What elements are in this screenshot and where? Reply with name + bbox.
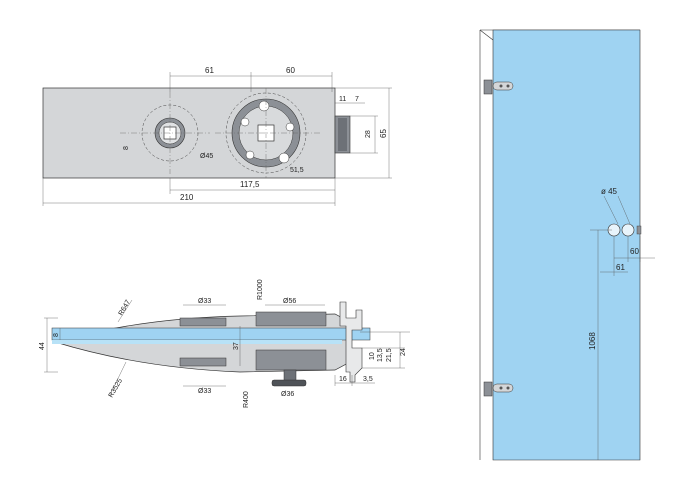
side-spindle-cap xyxy=(271,379,307,387)
dim-r3525: R3525 xyxy=(108,378,124,399)
side-fitting-top-right xyxy=(255,311,327,327)
dim-51-5: 51,5 xyxy=(290,167,304,174)
dim-11: 11 xyxy=(339,96,346,103)
dim-16: 16 xyxy=(339,376,347,383)
dim-61: 61 xyxy=(205,66,214,75)
door-hole-right xyxy=(621,223,635,237)
dim-r1000: R1000 xyxy=(257,279,264,300)
dim-37: 37 xyxy=(233,342,240,350)
dim-d33-bottom: Ø33 xyxy=(198,388,211,395)
dim-d45: Ø45 xyxy=(200,153,213,160)
side-view: R647 R3525 Ø33 Ø33 R1000 Ø56 R400 Ø36 44… xyxy=(39,279,410,408)
side-fitting-bottom-left xyxy=(179,357,227,367)
door-dim-61: 61 xyxy=(616,263,625,272)
dim-7: 7 xyxy=(355,96,359,103)
right-rotor-hole-top xyxy=(258,100,270,112)
dim-13-5: 13,5 xyxy=(377,348,384,362)
glass-door xyxy=(492,29,641,461)
top-hinge xyxy=(483,79,514,95)
dim-60: 60 xyxy=(286,66,295,75)
right-rotor-hole-right xyxy=(285,122,295,132)
door-view: ø 45 60 61 1068 xyxy=(479,29,655,461)
dim-21-5: 21,5 xyxy=(386,348,393,362)
dim-24: 24 xyxy=(400,348,407,356)
square-label: 8 xyxy=(123,146,130,150)
door-dim-60: 60 xyxy=(630,247,639,256)
side-glass xyxy=(51,327,371,341)
door-dim-d45: ø 45 xyxy=(601,187,618,196)
bottom-hinge xyxy=(483,381,514,397)
dim-65: 65 xyxy=(379,129,388,138)
dim-44: 44 xyxy=(39,342,46,350)
dim-d56: Ø56 xyxy=(283,298,296,305)
dim-r647: R647 xyxy=(118,299,132,317)
dim-d33-top: Ø33 xyxy=(198,298,211,305)
dim-10: 10 xyxy=(369,352,376,360)
dim-d36: Ø36 xyxy=(281,391,294,398)
side-fitting-top-left xyxy=(179,317,227,327)
dim-3-5: 3,5 xyxy=(363,376,373,383)
dim-28: 28 xyxy=(365,130,372,138)
right-rotor-hole-br xyxy=(278,152,290,164)
dim-210: 210 xyxy=(180,193,194,202)
top-view: 61 60 11 7 28 65 Ø45 51,5 8 117,5 210 xyxy=(42,66,392,206)
door-lock-edge xyxy=(636,225,642,235)
door-dim-1068: 1068 xyxy=(588,332,597,350)
side-glass-lower xyxy=(52,340,342,344)
dim-r400: R400 xyxy=(243,391,250,408)
right-rotor-hole-bl xyxy=(245,150,255,160)
dim-8: 8 xyxy=(53,333,60,337)
lock-bolt-inner xyxy=(338,118,347,151)
side-fitting-bottom-right xyxy=(255,349,327,371)
right-rotor-hole-left xyxy=(240,117,250,127)
dim-117-5: 117,5 xyxy=(240,180,260,189)
